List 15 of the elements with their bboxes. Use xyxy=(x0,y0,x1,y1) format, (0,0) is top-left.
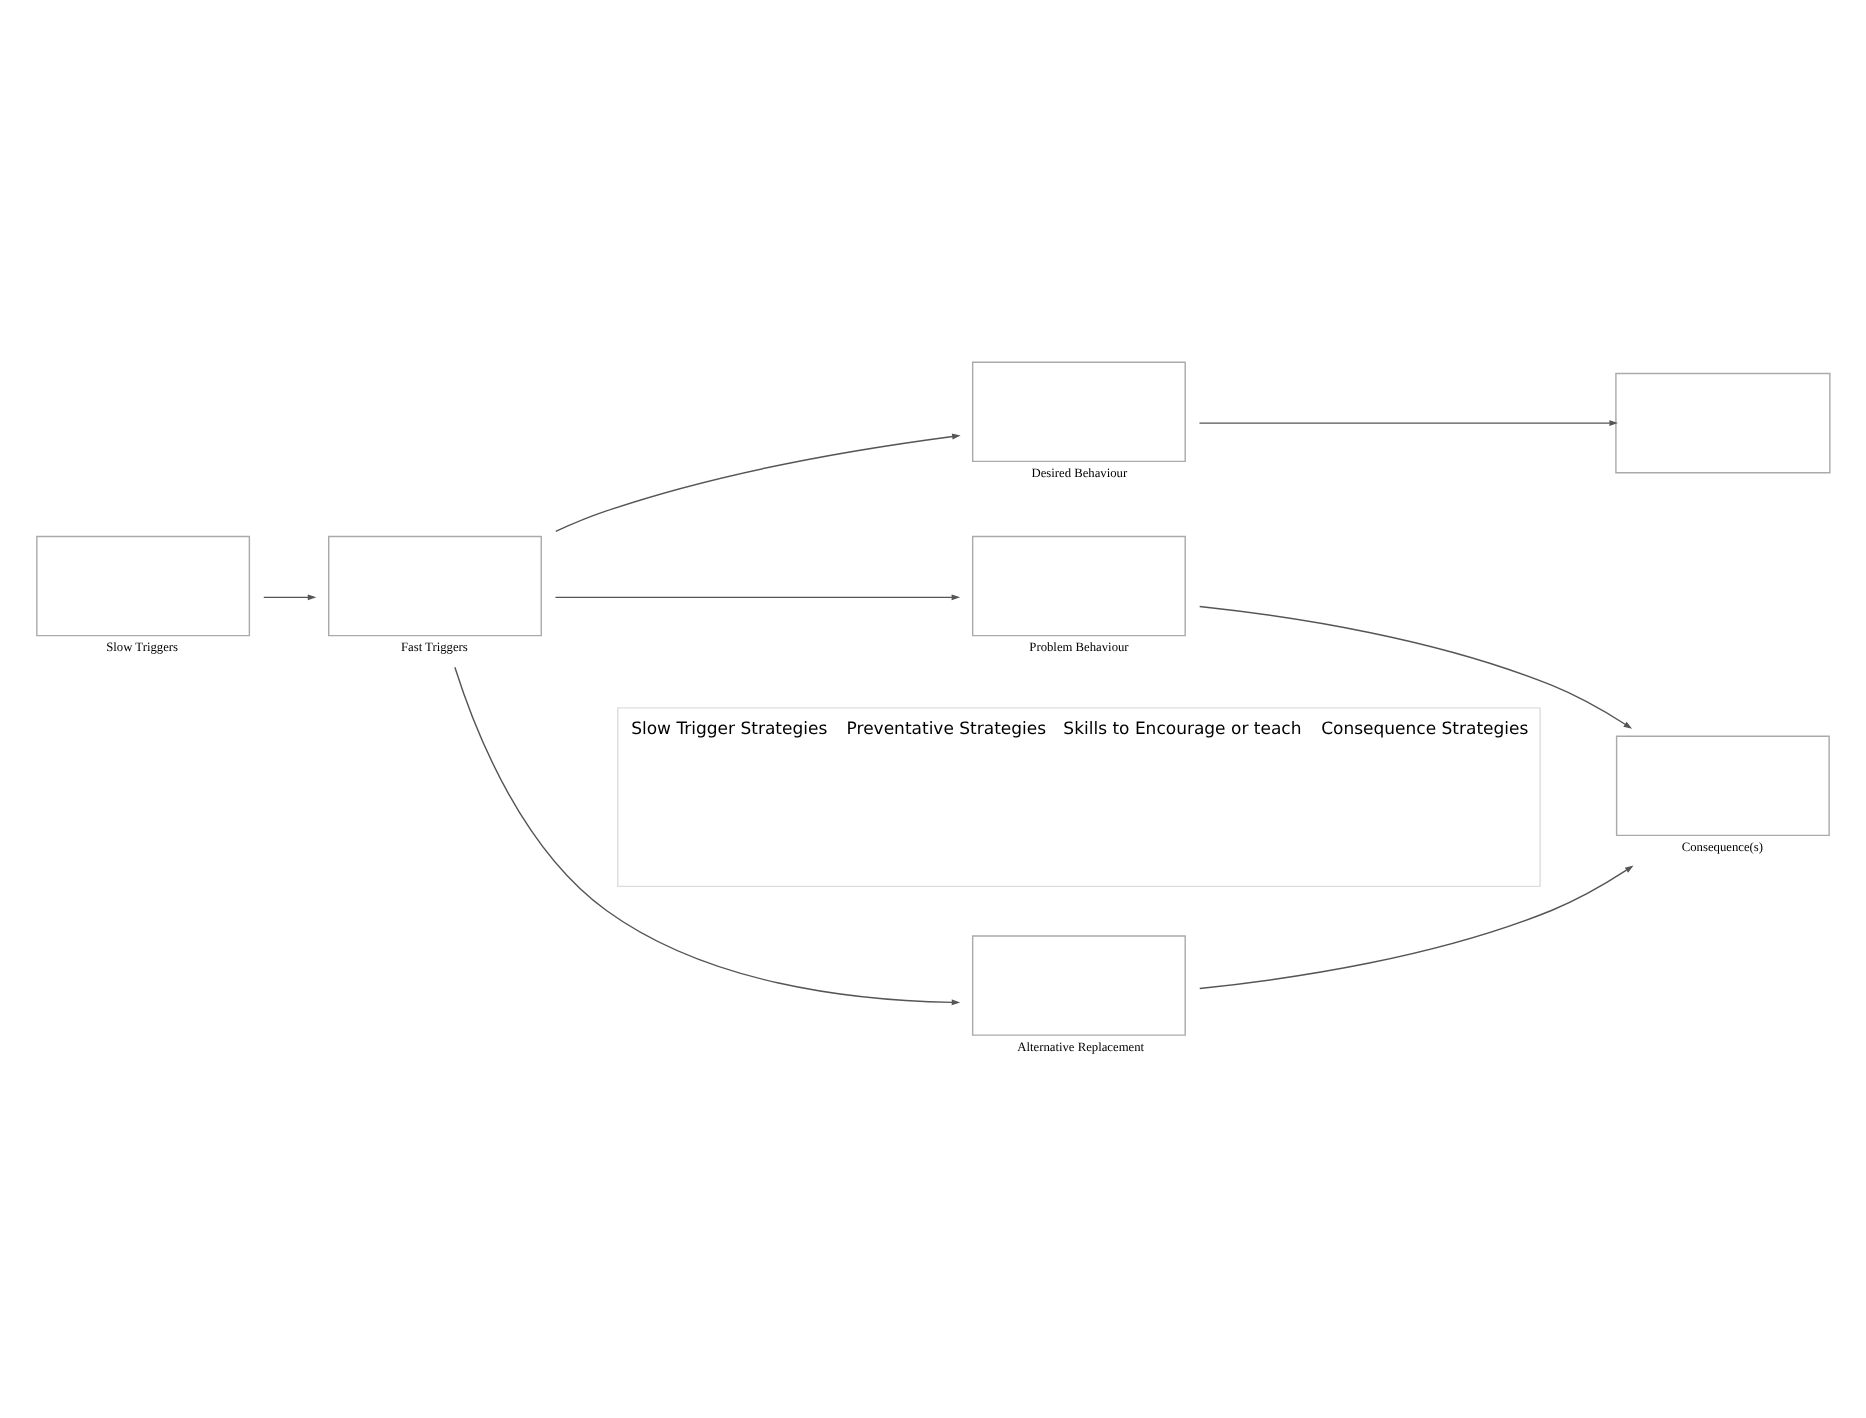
node-box xyxy=(1615,371,1831,473)
arrow xyxy=(554,593,961,600)
node-box xyxy=(971,934,1186,1035)
arrow xyxy=(1199,864,1634,989)
node-box xyxy=(971,534,1186,636)
node-box xyxy=(328,534,542,636)
node-box xyxy=(36,534,251,636)
arrow xyxy=(454,665,961,1005)
arrow xyxy=(555,432,961,532)
node-box xyxy=(1615,734,1830,836)
node-box xyxy=(971,360,1186,462)
arrow xyxy=(1198,604,1633,728)
node-box: Slow Trigger Strategies Preventative Strategies Skills to Encourage or teach Consequence Strategies xyxy=(617,706,1541,887)
arrow xyxy=(263,593,317,600)
arrow xyxy=(1198,419,1618,426)
